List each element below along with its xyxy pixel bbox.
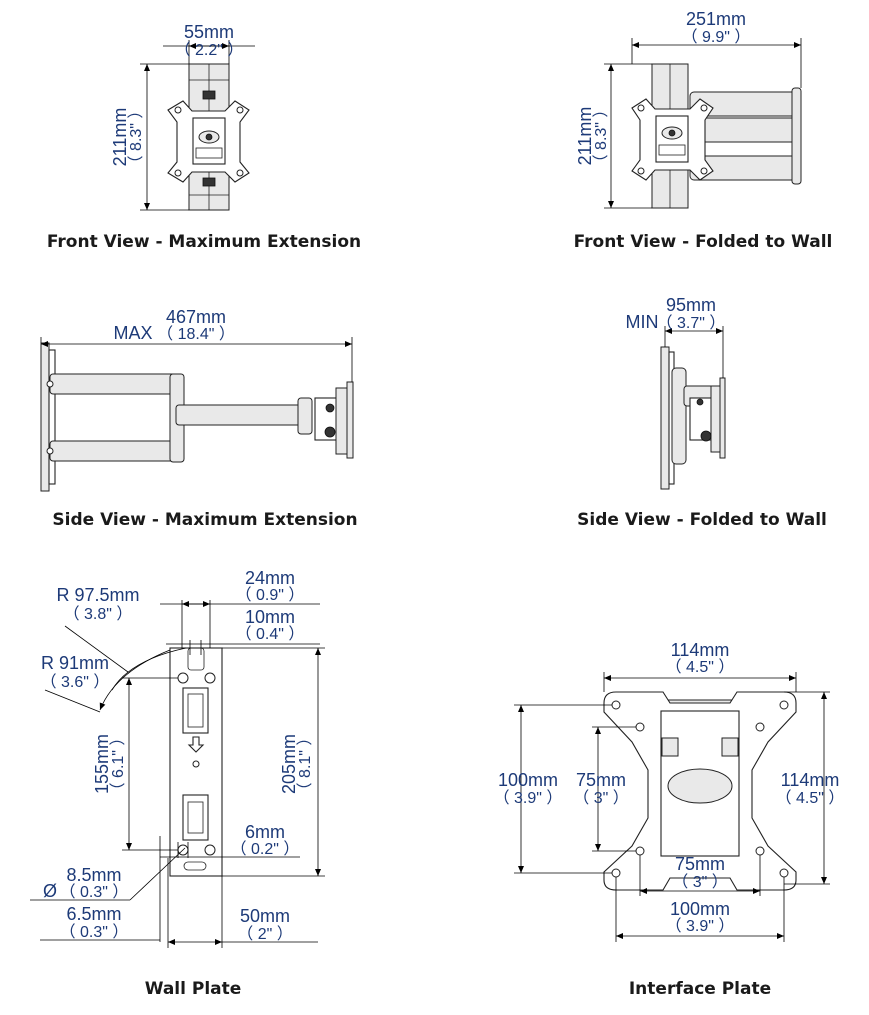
side-max-length-in: （ 18.4" ） — [157, 325, 235, 343]
wall-r2-mm: R 91mm — [41, 653, 109, 673]
side-max-prefix: MAX — [113, 323, 152, 343]
wall-plate-caption: Wall Plate — [145, 979, 242, 999]
front-max-width-mm: 55mm — [184, 22, 234, 42]
iface-b75-in: （ 3" ） — [672, 873, 727, 891]
side-max-length-mm: 467mm — [166, 307, 226, 327]
front-max-height-mm: 211mm — [110, 108, 130, 167]
front-folded-height-mm: 211mm — [575, 107, 595, 166]
front-folded-width-mm: 251mm — [686, 9, 746, 29]
interface-plate-view: 114mm （ 4.5" ） 100mm （ 3.9" ） 75mm （ 3" … — [494, 640, 845, 999]
wall-d85-mm: 8.5mm — [66, 865, 121, 885]
wall-r1-in: （ 3.8" ） — [64, 605, 133, 623]
iface-left75-mm: 75mm — [576, 770, 626, 790]
front-max-drawing — [167, 63, 250, 211]
side-view-folded: MIN 95mm （ 3.7" ） Side View - Folded to … — [577, 295, 827, 530]
side-max-drawing — [40, 342, 354, 492]
wall-r1-mm: R 97.5mm — [56, 585, 139, 605]
side-max-caption: Side View - Maximum Extension — [52, 510, 357, 530]
wall-w50-in: （ 2" ） — [237, 925, 292, 943]
wall-plate-drawing — [169, 647, 223, 877]
iface-top-mm: 114mm — [671, 640, 730, 660]
interface-plate-drawing — [603, 691, 797, 891]
iface-left100-in: （ 3.9" ） — [494, 789, 563, 807]
wall-slot-n-in: （ 0.4" ） — [236, 625, 305, 643]
wall-h2-mm: 205mm — [279, 734, 299, 794]
iface-left75-in: （ 3" ） — [573, 789, 628, 807]
wall-slot-n-mm: 10mm — [245, 607, 295, 627]
wall-diameter-symbol: Ø — [43, 881, 57, 901]
front-folded-drawing — [631, 63, 802, 209]
wall-h1-in: （ 6.1" ） — [109, 730, 127, 799]
wall-d65-in: （ 0.3" ） — [60, 923, 129, 941]
iface-right-in: （ 4.5" ） — [776, 789, 845, 807]
side-folded-caption: Side View - Folded to Wall — [577, 510, 827, 530]
front-folded-caption: Front View - Folded to Wall — [574, 232, 833, 252]
interface-plate-caption: Interface Plate — [629, 979, 771, 999]
front-view-folded: 251mm （ 9.9" ） 211mm （ 8.3" ） Front View… — [574, 9, 833, 252]
wall-slot-w-mm: 24mm — [245, 568, 295, 588]
front-folded-height-in: （ 8.3" ） — [592, 102, 610, 171]
side-folded-drawing — [660, 346, 726, 490]
wall-s6-in: （ 0.2" ） — [231, 840, 300, 858]
wall-plate-view: R 97.5mm （ 3.8" ） R 91mm （ 3.6" ） 24mm （… — [30, 568, 325, 999]
iface-top-in: （ 4.5" ） — [666, 658, 735, 676]
side-folded-length-mm: 95mm — [666, 295, 716, 315]
side-view-max-extension: MAX 467mm （ 18.4" ） Side View - Maximum … — [40, 307, 358, 530]
front-max-caption: Front View - Maximum Extension — [47, 232, 361, 252]
wall-s6-mm: 6mm — [245, 822, 285, 842]
wall-d85-in: （ 0.3" ） — [60, 883, 129, 901]
wall-slot-w-in: （ 0.9" ） — [236, 586, 305, 604]
wall-r2-in: （ 3.6" ） — [41, 673, 110, 691]
front-max-height-in: （ 8.3" ） — [127, 103, 145, 172]
front-view-max-extension: 55mm （ 2.2" ） 211mm （ 8.3" ） Front View … — [47, 22, 361, 252]
iface-right-mm: 114mm — [781, 770, 840, 790]
wall-h1-mm: 155mm — [92, 734, 112, 794]
iface-b75-mm: 75mm — [675, 854, 725, 874]
wall-h2-in: （ 8.1" ） — [296, 730, 314, 799]
side-folded-length-in: （ 3.7" ） — [657, 314, 726, 332]
wall-d65-mm: 6.5mm — [66, 904, 121, 924]
iface-b100-in: （ 3.9" ） — [666, 917, 735, 935]
front-max-width-in: （ 2.2" ） — [175, 41, 244, 59]
wall-w50-mm: 50mm — [240, 906, 290, 926]
iface-left100-mm: 100mm — [498, 770, 558, 790]
iface-b100-mm: 100mm — [670, 899, 730, 919]
side-folded-prefix: MIN — [626, 312, 659, 332]
front-folded-width-in: （ 9.9" ） — [682, 28, 751, 46]
